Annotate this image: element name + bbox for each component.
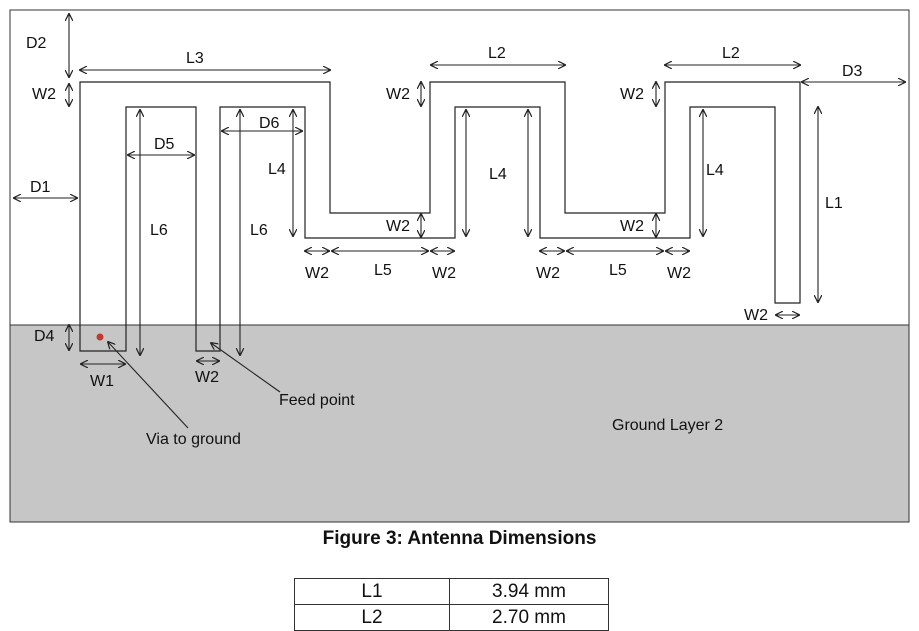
- label-W2-bottom-2: W2: [432, 265, 456, 282]
- dimension-value: 2.70 mm: [449, 604, 609, 631]
- label-L5-left: L5: [374, 262, 392, 279]
- figure-caption: Figure 3: Antenna Dimensions: [322, 528, 597, 549]
- label-D6: D6: [259, 115, 280, 132]
- label-L6-left: L6: [150, 222, 168, 239]
- antenna-diagram: D2 L3 W2 D6 D5 L4 D1 L6 L6 D4 W1 W2 W2 L…: [9, 9, 910, 523]
- label-D5: D5: [154, 136, 175, 153]
- dimension-name: L2: [294, 604, 450, 631]
- label-L4-left: L4: [268, 161, 286, 178]
- label-L6-right: L6: [250, 222, 268, 239]
- label-L1: L1: [825, 195, 843, 212]
- label-W1: W1: [90, 373, 114, 390]
- label-W2-feed: W2: [195, 369, 219, 386]
- label-L3: L3: [186, 50, 204, 67]
- label-W2-bottom-4: W2: [667, 265, 691, 282]
- label-W2-bottom-1: W2: [305, 265, 329, 282]
- label-D1: D1: [30, 179, 51, 196]
- label-L5-right: L5: [609, 262, 627, 279]
- antenna-trace: [79, 81, 801, 352]
- label-W2-mid-top: W2: [386, 86, 410, 103]
- label-W2-right-low: W2: [620, 218, 644, 235]
- label-L4-mid: L4: [489, 166, 507, 183]
- table-row: L1 3.94 mm: [294, 578, 609, 605]
- label-W2-top-left: W2: [32, 86, 56, 103]
- dimension-arrows: [14, 14, 905, 429]
- label-W2-mid-low: W2: [386, 218, 410, 235]
- label-D4: D4: [34, 328, 55, 345]
- label-L4-right: L4: [706, 162, 724, 179]
- via-to-ground-dot: [96, 333, 104, 341]
- dimension-labels: D2 L3 W2 D6 D5 L4 D1 L6 L6 D4 W1 W2 W2 L…: [26, 35, 863, 390]
- label-W2-right-top: W2: [620, 86, 644, 103]
- label-D2: D2: [26, 35, 47, 52]
- label-W2-L1-tip: W2: [744, 307, 768, 324]
- label-L2-mid: L2: [488, 45, 506, 62]
- dimension-value: 3.94 mm: [449, 578, 609, 605]
- ground-plane: [9, 324, 910, 523]
- ground-layer-label: Ground Layer 2: [612, 417, 723, 434]
- label-D3: D3: [842, 63, 863, 80]
- feed-point-label: Feed point: [279, 392, 355, 409]
- table-row: L2 2.70 mm: [294, 604, 609, 631]
- dimension-table: L1 3.94 mm L2 2.70 mm: [294, 578, 609, 631]
- label-W2-bottom-3: W2: [536, 265, 560, 282]
- label-L2-right: L2: [722, 45, 740, 62]
- dimension-name: L1: [294, 578, 450, 605]
- via-to-ground-label: Via to ground: [146, 431, 241, 448]
